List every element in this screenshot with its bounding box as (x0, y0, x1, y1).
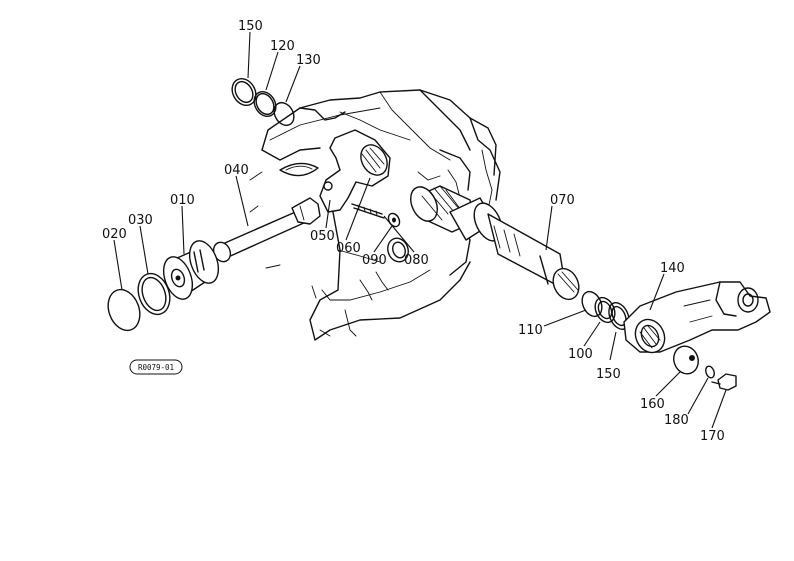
shaft-070 (410, 185, 580, 301)
ring-020 (107, 288, 141, 332)
ring-150-top (231, 77, 257, 107)
part-label-100: 100 (568, 347, 593, 362)
part-label-130: 130 (296, 53, 321, 68)
part-label-020: 020 (102, 227, 127, 242)
rod-040 (212, 197, 321, 263)
part-label-010: 010 (170, 193, 195, 208)
leader-lines (113, 31, 727, 429)
part-label-080: 080 (404, 253, 429, 268)
part-label-150-bottom: 150 (596, 367, 621, 382)
plate-160 (673, 345, 699, 375)
bolt-170 (711, 373, 737, 391)
housing-casting (249, 89, 501, 341)
part-label-110: 110 (518, 323, 543, 338)
washer-090 (387, 212, 401, 228)
part-label-030: 030 (128, 213, 153, 228)
washer-180 (705, 365, 715, 379)
lift-arm-140 (623, 281, 771, 354)
part-label-040: 040 (224, 163, 249, 178)
part-label-180: 180 (664, 413, 689, 428)
part-label-150-top: 150 (238, 19, 263, 34)
part-label-120: 120 (270, 39, 295, 54)
ring-130 (273, 101, 295, 127)
arm-050 (319, 129, 391, 213)
ring-120 (253, 90, 277, 118)
drawing-code: R0079-01 (138, 363, 174, 372)
part-labels: 150 120 130 040 010 030 020 050 060 090 … (102, 19, 725, 444)
drawing-code-badge: R0079-01 (129, 359, 183, 375)
part-label-090: 090 (362, 253, 387, 268)
part-label-170: 170 (700, 429, 725, 444)
piston-010 (162, 240, 220, 300)
part-label-060: 060 (336, 241, 361, 256)
washer-100 (594, 296, 616, 324)
part-label-160: 160 (640, 397, 665, 412)
ring-030 (137, 272, 171, 316)
part-label-050: 050 (310, 229, 335, 244)
seal-080 (387, 237, 409, 263)
part-label-070: 070 (550, 193, 575, 208)
part-label-140: 140 (660, 261, 685, 276)
